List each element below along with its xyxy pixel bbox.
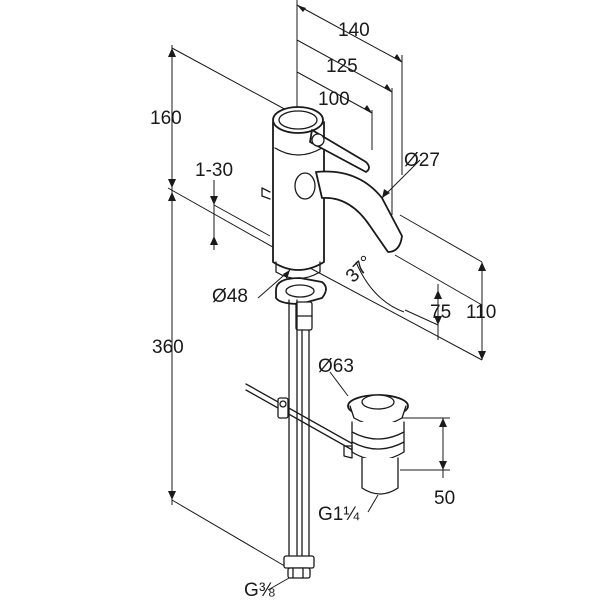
dim-360-label: 360 [152,337,184,358]
dia-27-label: Ø27 [404,150,440,171]
angle-arc [355,261,405,313]
lever-handle [309,129,370,173]
mounting-plate [275,277,327,331]
supply-hoses [283,299,315,579]
dimension-labels: 140 125 100 160 1-30 360 Ø27 37° Ø48 75 … [150,20,496,600]
dia-63-label: Ø63 [318,356,354,377]
dimension-lines [167,0,486,591]
dim-140-label: 140 [338,20,370,41]
popup-waste [343,394,409,495]
spout [294,170,403,253]
dim-50-label: 50 [434,488,455,509]
dim-75-label: 75 [430,302,451,323]
angle-37-label: 37° [342,252,377,287]
dim-110-label: 110 [466,302,496,323]
dim-160-label: 160 [150,108,182,129]
dim-100-label: 100 [318,89,350,110]
dim-125-label: 125 [326,56,358,77]
thread-waste-label: G1¼ [318,504,360,525]
dia-48-label: Ø48 [212,286,248,307]
popup-linkage [245,383,361,453]
thread-supply-label: G⅜ [244,580,275,600]
dim-1-30-label: 1-30 [195,160,233,181]
popup-rod [261,187,271,200]
